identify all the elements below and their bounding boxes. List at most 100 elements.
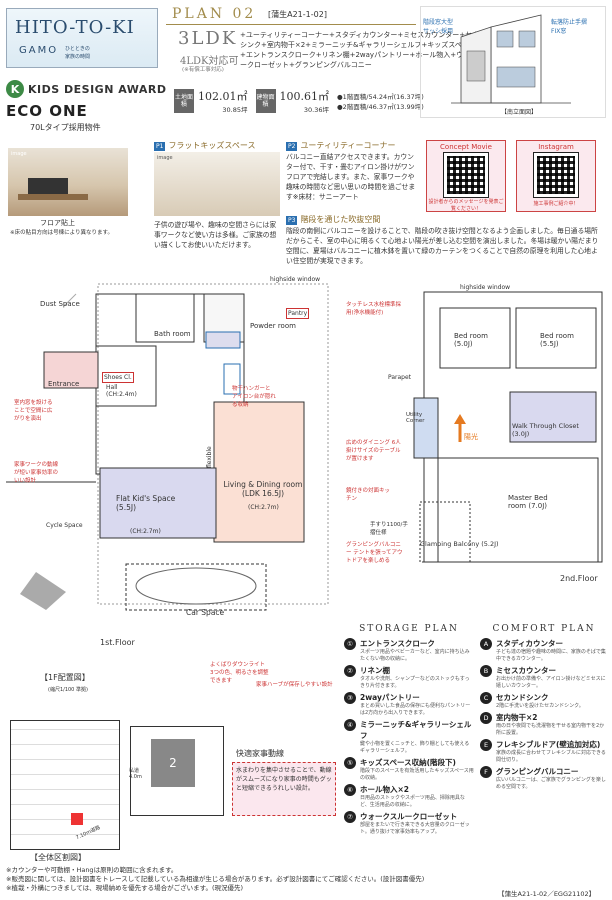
ldk-ch: (CH:2.7m) [248,504,279,511]
item-desc: タオルや洗剤、シャンプーなどのストックもすっきり片付きます。 [360,676,470,689]
bldg-m2: 100.61㎡ [279,90,330,103]
hall-label: Hall (CH:2.4m) [106,384,137,398]
f1-note-0: タッチレス水栓標準採用(浄水機能付) [346,302,402,316]
kids-space-photo: image [154,152,280,216]
footer-line: ※カウンターや可動棚・Hangは原則の範囲に含まれます。 [6,866,178,874]
image-label: image [11,151,27,157]
footer-line: ※販売図に関しては、設計図書をトレースして記載している為相違が生じる場合がありま… [6,875,425,883]
utility-label: Utility Corner [406,412,425,424]
kids-label: Flat Kid's Space (5.5J) [116,494,176,512]
kids-ch: (CH:2.7m) [130,528,161,535]
bldg-tsubo: 30.36坪 [303,106,329,114]
f1-note-3: 鏡付きの対面キッチン [346,488,391,502]
land-label: 土地面積 [174,89,194,113]
storage-title: STORAGE PLAN [359,624,459,634]
dust-space-label: Dust Space [40,300,80,308]
item-text: フレキシブルドア(壁追加対応)家族の成長に合わせてフレキシブルに対応できる間仕切… [496,739,608,764]
item-number: ⑥ [344,784,356,796]
instagram-qr-icon[interactable] [533,152,579,198]
f1-note-1: 室内窓を設けることで空間に広がりを演出 [14,400,53,422]
plan-item: ⑤ キッズスペース収納(階段下)階段下のスペースを有効活用したキッズスペース用の収… [344,757,474,782]
floor-areas: ●1階面積/54.24㎡(16.37坪) ●2階面積/46.37㎡(13.99坪… [337,91,424,111]
car-label: Car Space [186,608,225,617]
f2-note-1: 手すり1100/手摺仕様 [370,522,408,536]
ecoone-sub: 70Lタイプ採用物件 [30,123,101,132]
siteplan-drawing: 2 私道 4.0m [129,726,224,816]
instagram-title: Instagram [538,143,574,151]
item-number: C [480,692,492,704]
kids-design-award: K KIDS DESIGN AWARD [6,80,167,98]
p1-text: 子供の遊び場や、趣味の空間さらには家事ワークなど使い方は多様。ご家族の想い描くし… [154,221,277,249]
item-name: ミセスカウンター [496,666,556,675]
instagram-box[interactable]: Instagram 施工事例ご紹介中！ [516,140,596,212]
zonemap-drawing: 7.10m道路 [10,720,120,850]
f1-note-2: 広めのダイニング 6人掛けサイズのテーブルが置けます [346,440,401,462]
concept-movie-box[interactable]: Concept Movie 設計者からのメッセージを発表ご覧ください！ [426,140,506,212]
flooring-photo: image [8,148,128,216]
item-name: ホール物入×2 [360,785,410,794]
item-desc: まとめ買いした食品の保存にも便利なパントリーは2方向から出入りできます。 [360,703,471,716]
wic-label: Walk Through Closet (3.0J) [512,422,579,438]
f1-note-6: 物干ハンガーとアイロン台が隠れる収納 [232,386,276,408]
item-number: A [480,638,492,650]
floor2-plan: Bed room (5.0J) Bed room (5.5J) Walk Thr… [388,282,606,578]
f2-note-0: グランピングバルコニー テントを張ってアウトドアを楽しめる [346,542,403,564]
footer-line: ※植栽・外構につきましては、現場納めを優先する場合がございます。(現況優先) [6,884,244,892]
item-name: ウォークスルークローゼット [360,812,458,821]
tv-board [18,194,88,200]
zonemap-road: 7.10m道路 [75,824,102,842]
kaji-title: 快適家事動線 [236,749,284,758]
item-text: 2wayパントリーまとめ買いした食品の保存にも便利なパントリーは2方向から出入り… [360,692,474,717]
plan-title: PLAN 02 [172,6,257,22]
shoes-label: Shoes Cl. [102,372,134,383]
item-name: エントランスクローク [360,639,435,648]
bldg-label: 建物面積 [255,89,276,113]
comfort-title: COMFORT PLAN [492,624,596,634]
item-desc: 階段下のスペースを有効活用したキッズスペース用の収納。 [360,768,474,781]
elevation-drawing [451,14,571,104]
bed2-label: Bed room (5.5J) [540,332,574,348]
item-text: ウォークスルークローゼット部屋をまたいで行き来できる大容量のクローゼット。通り抜… [360,811,474,836]
item-name: リネン棚 [360,666,390,675]
plan-ldk-note: (※有償工事対応) [182,67,224,73]
award-label: KIDS DESIGN AWARD [28,82,167,96]
zonemap-lot-marker [71,813,83,825]
brand-subtitle: GAMO [19,45,59,56]
p2-text: バルコニー直結アクセスできます。カウンター付で、干す・畳むアイロン掛けがワンフロ… [286,153,416,201]
item-number: ⑤ [344,757,356,769]
item-name: スタディカウンター [496,639,563,648]
siteplan-lot: 2 [151,739,195,787]
plan-ldk-alt: 4LDK対応可 [180,56,239,67]
item-text: ミラーニッチ&ギャラリーシェルフ鍵や小物を置くニッチと、飾り棚としても使えるギャ… [360,719,474,755]
f1-note-7: 家事ハーブが保存しやすい設計 [256,682,333,688]
item-desc: 雨の日や夜間でも洗濯物を干せる室内物干を2か所に設置。 [496,723,605,736]
item-name: キッズスペース収納(階段下) [360,758,456,767]
item-number: ② [344,665,356,677]
floor1-plan: Dust Space Bath room Powder room Pantry … [6,272,336,617]
south-elevation: 階段窓大型サッシ採用 転落防止手摺 FIX窓 【南立面図】 [420,6,606,118]
brand-title: HITO-TO-KI [15,17,135,38]
p2-title: ユーティリティーコーナー [300,141,396,150]
land-tsubo: 30.85坪 [222,106,248,114]
concept-text: 設計者からのメッセージを発表ご覧ください！ [428,199,504,212]
footer-notes: ※カウンターや可動棚・Hangは原則の範囲に含まれます。 ※販売図に関しては、設… [6,866,424,893]
pantory-label: Pantry [286,308,310,319]
item-name: 室内物干×2 [496,713,538,722]
concept-qr-icon[interactable] [443,152,489,198]
siteplan-scale: (縮尺1/100 準拠) [48,687,88,693]
facade-note1: 階段窓大型サッシ採用 [423,19,454,35]
item-name: 2wayパントリー [360,693,420,702]
item-number: D [480,712,492,724]
facade-note2: 転落防止手摺 FIX窓 [551,19,588,35]
